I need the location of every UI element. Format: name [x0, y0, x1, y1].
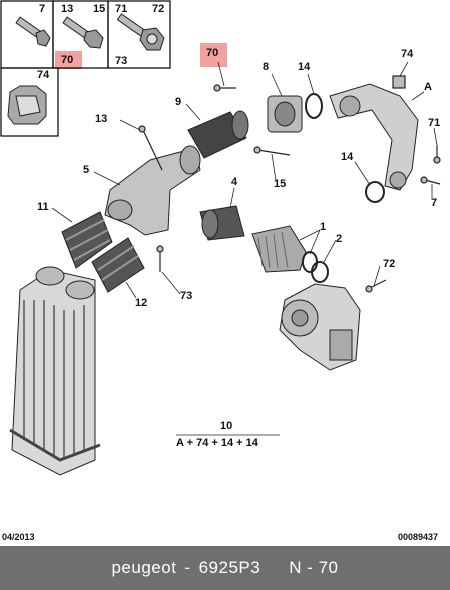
- formula-number: 10: [220, 420, 233, 432]
- label-9: 9: [175, 96, 182, 108]
- pipe-part-5: [104, 145, 201, 236]
- label-72-inset: 72: [152, 3, 165, 15]
- hose-part-11: [61, 211, 113, 269]
- formula-composition: A + 74 + 14 + 14: [176, 437, 258, 449]
- hose-part-12: [91, 237, 145, 293]
- small-bolts: [138, 75, 441, 293]
- exploded-parts-diagram: [0, 0, 441, 476]
- label-71: 71: [428, 117, 441, 129]
- label-73-inset: 73: [115, 55, 128, 67]
- footer-part-number: 6925P3: [198, 558, 261, 577]
- label-74-inset: 74: [37, 69, 50, 81]
- clip-74-icon: [7, 85, 47, 125]
- label-2: 2: [336, 233, 343, 245]
- highlight-70-top: [55, 51, 82, 69]
- label-70-inset: 70: [61, 54, 74, 66]
- date-label: 04/2013: [2, 532, 35, 542]
- label-14-right: 14: [341, 151, 354, 163]
- bolt-7-icon: [15, 16, 51, 47]
- label-71-inset: 71: [115, 3, 128, 15]
- label-12: 12: [135, 297, 148, 309]
- label-15-inset: 15: [93, 3, 106, 15]
- label-74: 74: [401, 48, 414, 60]
- bolt-71-72-73-icon: [116, 13, 165, 51]
- label-72: 72: [383, 258, 396, 270]
- label-8: 8: [263, 61, 270, 73]
- label-5: 5: [83, 164, 90, 176]
- seal-rings-2: [302, 251, 329, 283]
- label-11: 11: [37, 201, 49, 213]
- intake-pipe-part-A: [329, 83, 419, 191]
- diagram-code: 00089437: [398, 532, 439, 542]
- footer-separator: -: [184, 558, 191, 577]
- intercooler-part-3: [9, 266, 101, 476]
- footer-brand: peugeot: [111, 558, 177, 577]
- footer-bar: peugeot - 6925P3 N - 70: [0, 546, 450, 590]
- label-7-inset: 7: [39, 3, 46, 15]
- label-15: 15: [274, 178, 287, 190]
- hose-part-4: [199, 205, 245, 241]
- inset-frames: [0, 0, 171, 137]
- label-13-inset: 13: [61, 3, 74, 15]
- label-13: 13: [95, 113, 108, 125]
- highlight-70-main: [200, 43, 227, 67]
- label-4: 4: [231, 176, 238, 188]
- throttle-part-8: [267, 95, 303, 133]
- label-7: 7: [431, 197, 438, 209]
- leader-lines: [51, 61, 438, 436]
- label-1: 1: [320, 221, 327, 233]
- hose-part-9: [187, 110, 249, 159]
- pipe-part-1: [251, 225, 307, 273]
- label-73: 73: [180, 290, 193, 302]
- label-A: A: [424, 81, 432, 93]
- footer-ref: N - 70: [289, 558, 339, 577]
- label-14-top: 14: [298, 61, 311, 73]
- bolt-13-15-icon: [62, 16, 104, 49]
- label-70: 70: [206, 47, 219, 59]
- turbocharger: [279, 283, 361, 371]
